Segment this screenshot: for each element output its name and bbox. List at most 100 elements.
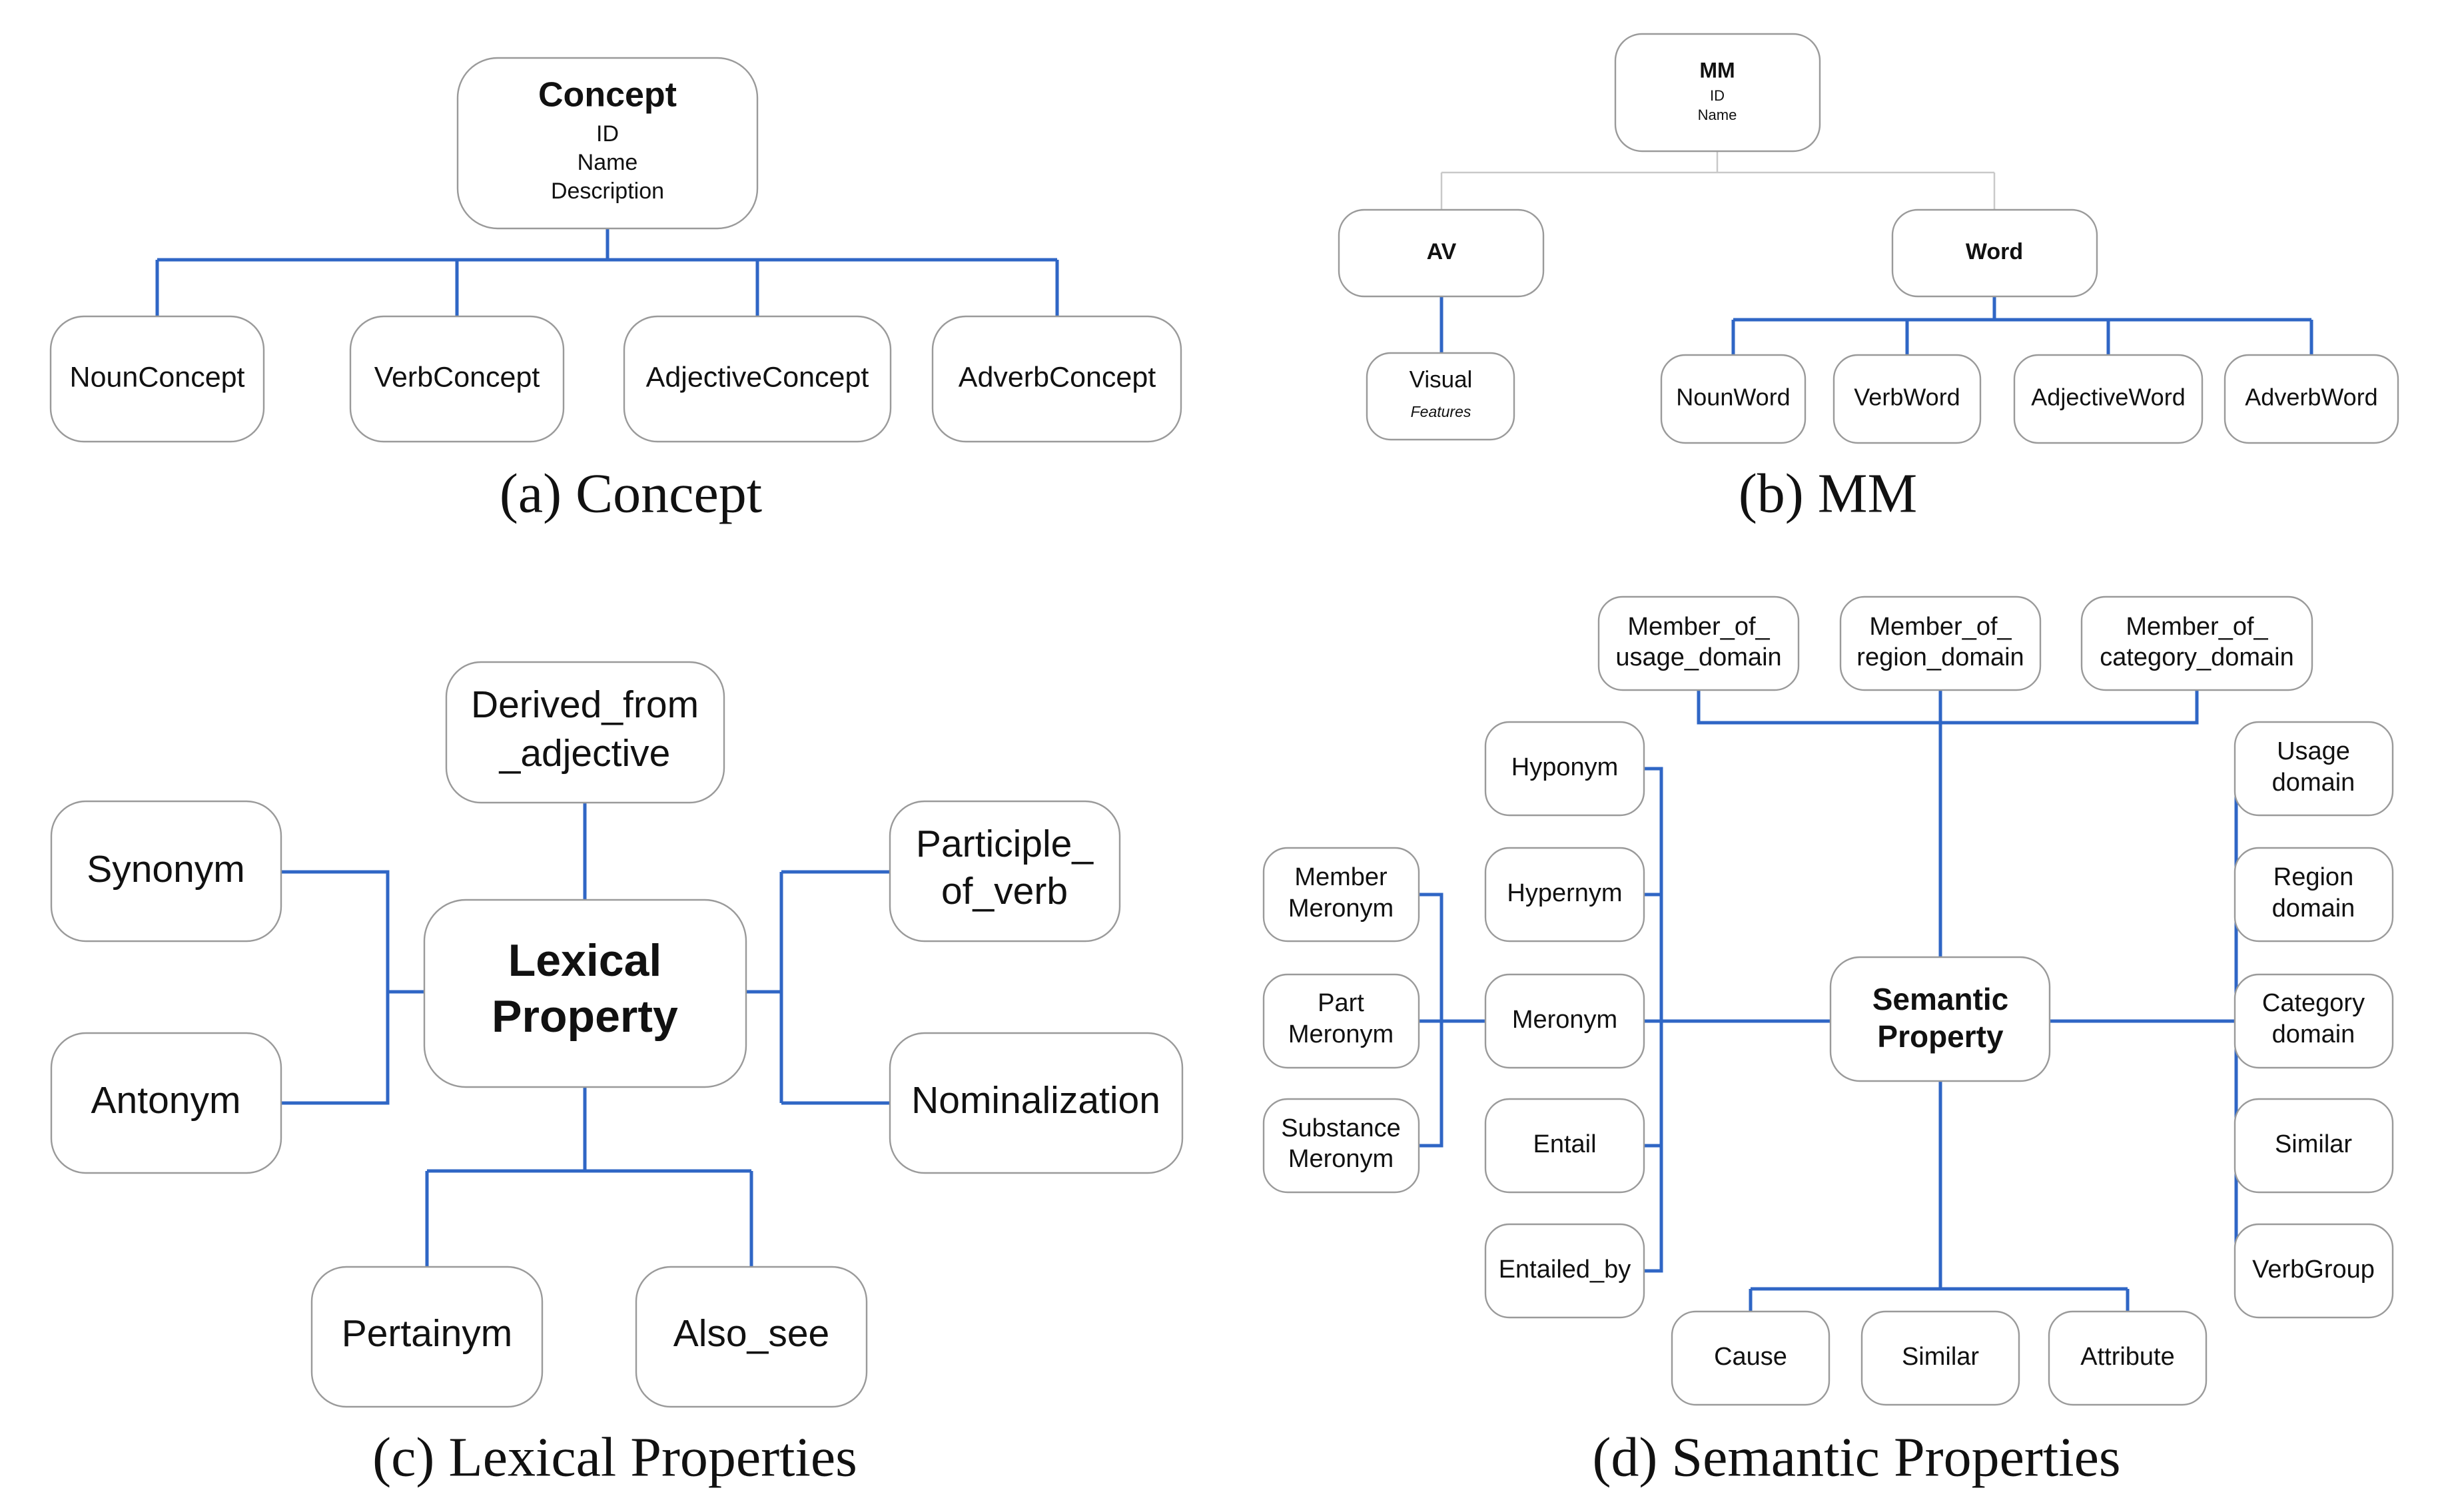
mm-visual-title: Visual bbox=[1410, 366, 1473, 392]
lexical-synonym-label: Synonym bbox=[87, 848, 245, 891]
semantic-left-label: Entailed_by bbox=[1499, 1256, 1631, 1284]
semantic-top-label: usage_domain bbox=[1615, 643, 1781, 671]
semantic-left-label: Entail bbox=[1533, 1130, 1596, 1158]
semantic-left-node bbox=[1484, 1098, 1645, 1194]
lexical-derived-label: _adjective bbox=[499, 732, 671, 775]
semantic-right-node bbox=[2234, 1223, 2394, 1319]
semantic-bottom-label: Similar bbox=[1902, 1343, 1979, 1371]
semantic-top-label: Member_of_ bbox=[1869, 613, 2012, 641]
concept-child-node bbox=[931, 315, 1182, 443]
lexical-nominalization-label: Nominalization bbox=[911, 1079, 1160, 1122]
semantic-bottom-node bbox=[1671, 1310, 1831, 1406]
panel-lexical: Derived_from _adjective Synonym Antonym … bbox=[50, 661, 1184, 1488]
lexical-pertainym-node bbox=[310, 1266, 544, 1408]
semantic-right-node bbox=[2234, 721, 2394, 817]
concept-child-label: NounConcept bbox=[70, 361, 245, 393]
mm-word-child-label: AdverbWord bbox=[2245, 384, 2377, 411]
connector bbox=[281, 803, 890, 1267]
semantic-top-node bbox=[1839, 595, 2042, 691]
semantic-left-node bbox=[1484, 973, 1645, 1069]
semantic-meronym-label: Substance bbox=[1281, 1114, 1401, 1142]
mm-av-label: AV bbox=[1427, 239, 1457, 264]
semantic-left-node bbox=[1484, 1223, 1645, 1319]
panel-concept: Concept ID Name Description NounConcept … bbox=[49, 57, 1182, 524]
lexical-nominalization-node bbox=[889, 1032, 1184, 1174]
semantic-top-label: Member_of_ bbox=[2126, 613, 2268, 641]
semantic-center-label: Property bbox=[1877, 1019, 2004, 1054]
semantic-meronym-label: Meronym bbox=[1288, 1145, 1394, 1173]
semantic-top-node bbox=[1597, 595, 1800, 691]
concept-child-node bbox=[49, 315, 265, 443]
lexical-participle-label: of_verb bbox=[941, 870, 1068, 913]
concept-child-label: VerbConcept bbox=[374, 361, 540, 393]
semantic-right-label: Usage bbox=[2277, 737, 2350, 765]
semantic-meronym-label: Meronym bbox=[1288, 1020, 1394, 1048]
lexical-derived-label: Derived_from bbox=[471, 683, 699, 726]
semantic-left-node bbox=[1484, 721, 1645, 817]
semantic-meronym-node bbox=[1262, 973, 1420, 1069]
semantic-right-label: Category bbox=[2262, 989, 2365, 1017]
semantic-left-node bbox=[1484, 847, 1645, 943]
panel-mm: MM ID Name AV Visual Features Word NounW… bbox=[1338, 33, 2399, 524]
semantic-right-node bbox=[2234, 847, 2394, 943]
concept-root-node bbox=[456, 57, 759, 230]
semantic-bottom-node bbox=[2048, 1310, 2208, 1406]
mm-word-child-node bbox=[1660, 354, 1807, 444]
mm-root-node bbox=[1614, 33, 1821, 153]
semantic-right-label: domain bbox=[2272, 1020, 2355, 1048]
connector bbox=[155, 228, 1059, 316]
concept-root-title: Concept bbox=[538, 76, 677, 115]
lexical-participle-node bbox=[889, 800, 1121, 943]
semantic-right-label: domain bbox=[2272, 895, 2355, 923]
mm-av-node bbox=[1338, 208, 1545, 298]
mm-word-child-node bbox=[1832, 354, 1982, 444]
concept-child-node bbox=[623, 315, 892, 443]
mm-word-node bbox=[1891, 208, 2098, 298]
semantic-right-label: domain bbox=[2272, 769, 2355, 797]
mm-root-line: ID bbox=[1710, 87, 1725, 104]
concept-root-line: Description bbox=[551, 179, 664, 204]
semantic-meronym-label: Part bbox=[1318, 989, 1364, 1017]
mm-word-child-node bbox=[2013, 354, 2204, 444]
concept-child-label: AdjectiveConcept bbox=[646, 361, 869, 393]
caption-lexical: (c) Lexical Properties bbox=[372, 1426, 857, 1488]
semantic-right-label: Similar bbox=[2275, 1130, 2352, 1158]
concept-root-line: ID bbox=[596, 121, 619, 147]
lexical-antonym-node bbox=[50, 1032, 282, 1174]
mm-root-title: MM bbox=[1699, 58, 1735, 82]
caption-semantic: (d) Semantic Properties bbox=[1592, 1426, 2120, 1488]
concept-child-label: AdverbConcept bbox=[959, 361, 1156, 393]
semantic-top-node bbox=[2080, 595, 2313, 691]
mm-word-child-label: NounWord bbox=[1676, 384, 1790, 411]
lexical-antonym-label: Antonym bbox=[91, 1079, 241, 1122]
caption-concept: (a) Concept bbox=[500, 462, 762, 524]
concept-child-node bbox=[349, 315, 565, 443]
mm-word-child-label: AdjectiveWord bbox=[2031, 384, 2185, 411]
semantic-meronym-label: Member bbox=[1294, 863, 1388, 891]
mm-word-child-label: VerbWord bbox=[1854, 384, 1960, 411]
caption-mm: (b) MM bbox=[1739, 462, 1917, 524]
panel-semantic: Member_of_ usage_domain Member_of_ regio… bbox=[1262, 595, 2394, 1488]
lexical-participle-label: Participle_ bbox=[916, 823, 1094, 865]
lexical-also-see-node bbox=[635, 1266, 868, 1408]
semantic-right-label: Region bbox=[2273, 863, 2353, 891]
semantic-left-label: Hypernym bbox=[1507, 879, 1622, 907]
semantic-right-label: VerbGroup bbox=[2252, 1256, 2375, 1284]
connector bbox=[1439, 296, 2313, 355]
mm-visual-sub: Features bbox=[1411, 403, 1471, 420]
semantic-meronym-node bbox=[1262, 1098, 1420, 1194]
lexical-also-see-label: Also_see bbox=[673, 1312, 830, 1355]
mm-word-child-node bbox=[2224, 354, 2399, 444]
semantic-bottom-label: Cause bbox=[1714, 1343, 1787, 1371]
mm-root-line: Name bbox=[1698, 107, 1737, 123]
semantic-bottom-label: Attribute bbox=[2080, 1343, 2175, 1371]
semantic-center-label: Semantic bbox=[1872, 982, 2009, 1016]
mm-visual-node bbox=[1366, 352, 1515, 441]
lexical-center-node bbox=[423, 899, 747, 1088]
semantic-right-node bbox=[2234, 973, 2394, 1069]
connector bbox=[1440, 151, 1996, 210]
lexical-derived-node bbox=[445, 661, 725, 804]
semantic-meronym-node bbox=[1262, 847, 1420, 943]
semantic-top-label: region_domain bbox=[1856, 643, 2024, 671]
